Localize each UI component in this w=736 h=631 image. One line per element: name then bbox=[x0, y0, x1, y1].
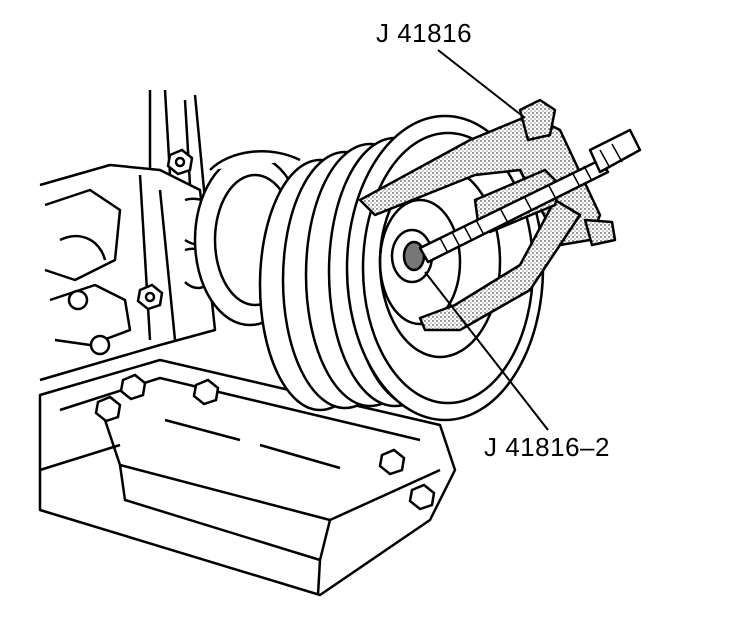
engine-block bbox=[39, 89, 222, 382]
callout-adapter: J 41816–2 bbox=[484, 432, 610, 462]
callout-puller-tool: J 41816 bbox=[376, 18, 473, 48]
oil-pan bbox=[38, 358, 457, 597]
screw-threads bbox=[439, 143, 623, 254]
engine-bolts bbox=[67, 148, 436, 511]
puller-tool bbox=[358, 98, 642, 332]
leader-lines bbox=[424, 49, 549, 431]
